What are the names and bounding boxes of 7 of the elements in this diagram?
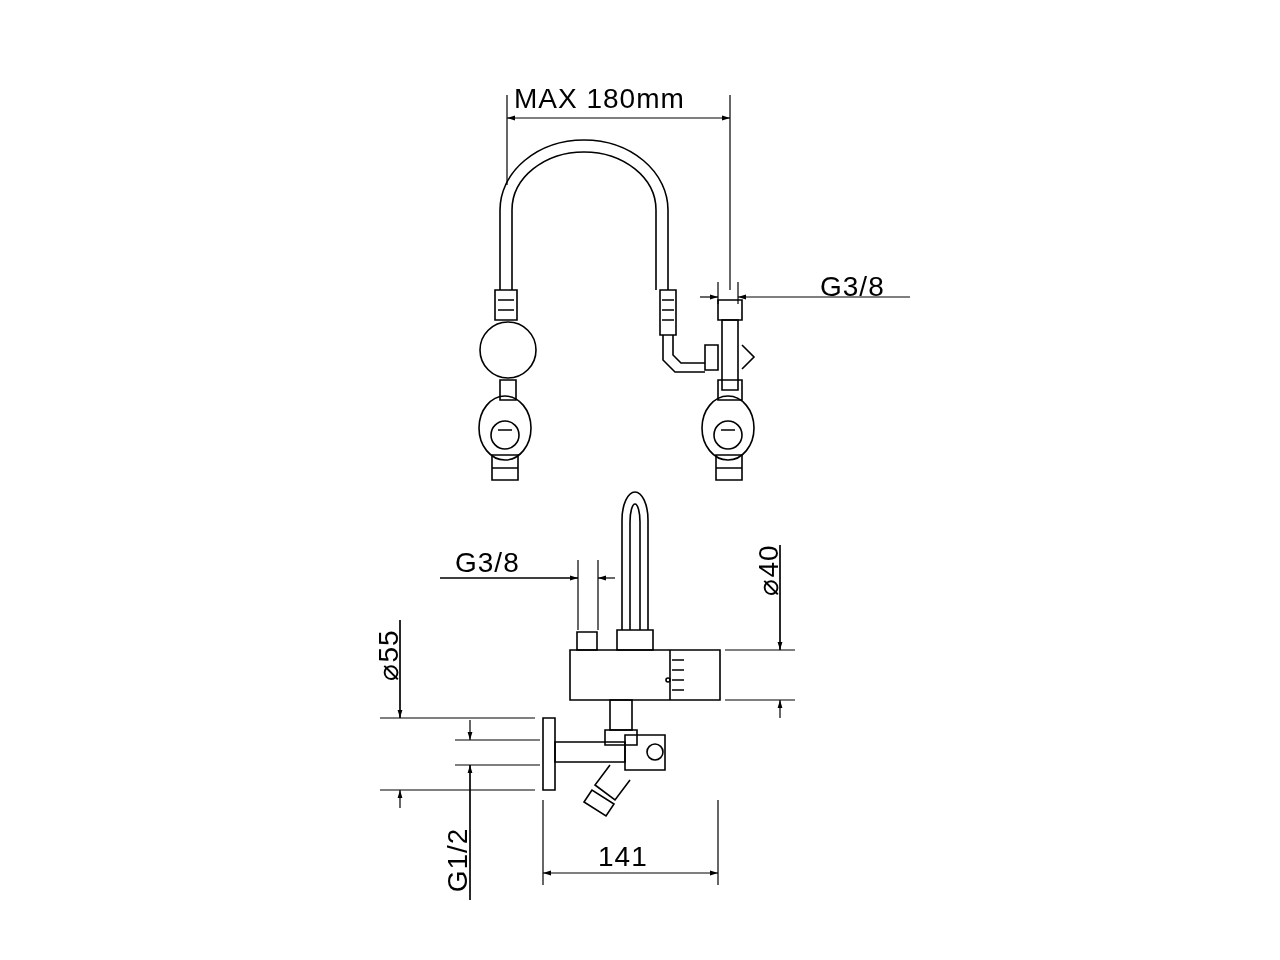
thread-size-label: G1/2 xyxy=(442,827,473,893)
thread-size-label: G3/8 xyxy=(455,548,520,578)
diameter-label: ⌀40 xyxy=(753,544,784,596)
thread-size-label: G3/8 xyxy=(820,272,885,302)
diameter-label: ⌀55 xyxy=(373,629,404,681)
dimension-label: 141 xyxy=(598,842,648,872)
dimension-label: MAX 180mm xyxy=(514,84,685,114)
